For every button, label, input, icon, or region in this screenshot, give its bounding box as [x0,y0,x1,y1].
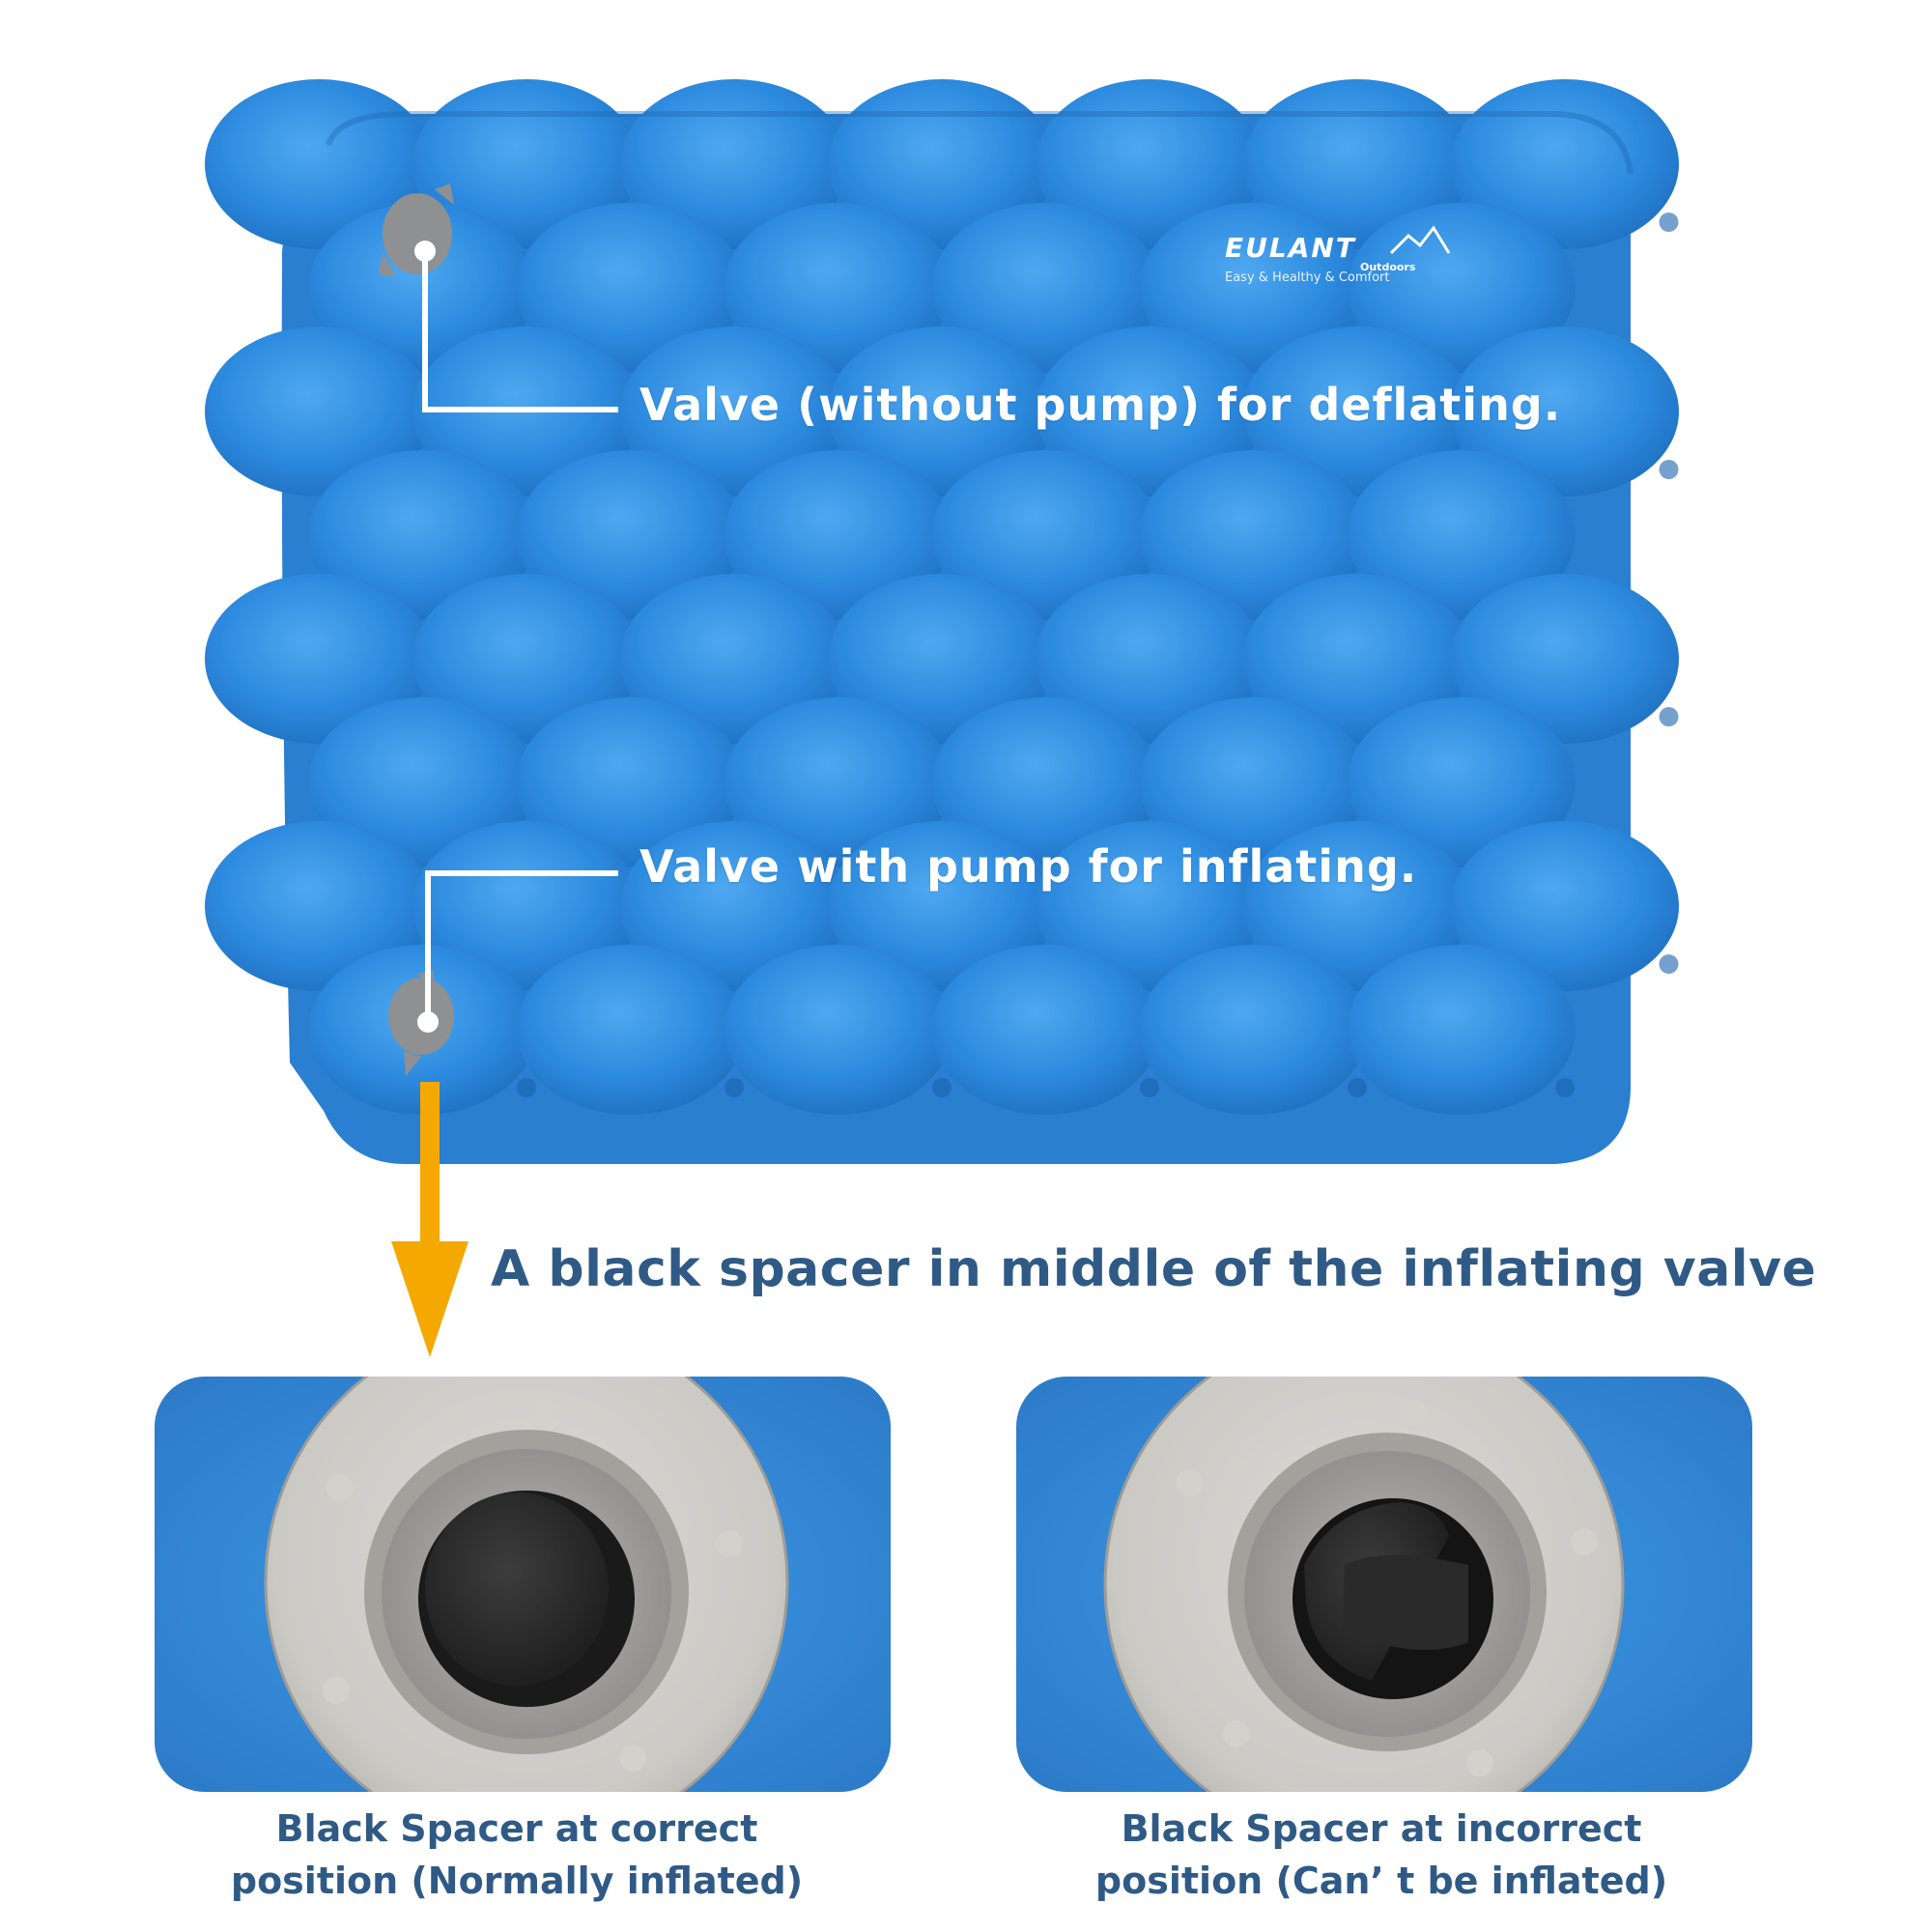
pad-cell [1036,574,1264,744]
pad-cell [308,697,537,867]
inflate-leader-line [425,870,618,1022]
brand-mountain-icon [1389,225,1451,255]
caption-correct: Black Spacer at correct position (Normal… [150,1803,884,1907]
pad-cell [412,79,640,249]
pad-cells [205,79,1679,1115]
valve-closeup-correct [155,1377,891,1792]
pad-cell [1036,821,1264,991]
sleeping-pad [205,79,1679,1164]
pad-weld-dot [724,1078,744,1097]
caption-incorrect-line1: Black Spacer at incorrect [1121,1807,1642,1850]
pad-cell [931,697,1160,867]
pad-weld-dot [1659,707,1679,726]
pad-cell [1347,450,1576,620]
inflate-valve-label: Valve with pump for inflating. [639,840,1418,893]
deflate-leader-line [422,251,618,412]
pad-cell [931,450,1160,620]
pad-weld-dot [1140,1078,1159,1097]
pad-cell [1451,79,1679,249]
pad-cell [724,945,952,1115]
pad-cell [308,450,537,620]
pad-cell [931,945,1160,1115]
pad-cell [205,821,433,991]
pad-cell [516,697,745,867]
pad-cell [724,697,952,867]
pad-cell [620,821,848,991]
brand-tagline: Easy & Healthy & Comfort [1225,270,1390,285]
brand-logo-text: EULANT [1225,232,1356,264]
pad-cell [931,203,1160,373]
pad-cell [205,574,433,744]
deflate-valve-label: Valve (without pump) for deflating. [639,379,1562,431]
down-arrow-icon [391,1082,469,1357]
pad-cell [1036,327,1264,497]
pad-cell [1347,945,1576,1115]
headline: A black spacer in middle of the inflatin… [491,1240,1817,1298]
pad-cell [516,945,745,1115]
brand-logo-sub: Outdoors [1360,261,1416,273]
caption-correct-line1: Black Spacer at correct [275,1807,758,1850]
pad-cell [1243,79,1471,249]
caption-incorrect-line2: position (Can’ t be inflated) [1094,1860,1668,1902]
pad-cell [412,574,640,744]
pad-cell [1139,697,1368,867]
pad-cell [1243,327,1471,497]
caption-incorrect: Black Spacer at incorrect position (Can’… [1014,1803,1748,1907]
pad-cell [1347,203,1576,373]
pad-cell [620,79,848,249]
pad-cell [516,203,745,373]
pad-weld-dot [932,1078,952,1097]
pad-cell [620,574,848,744]
pad-cell [1451,821,1679,991]
pad-cell [1451,574,1679,744]
pad-cell [828,821,1056,991]
pad-cell [1451,327,1679,497]
pad-cell [620,327,848,497]
pad-weld-dot [517,1078,536,1097]
pad-cell [516,450,745,620]
pad-weld-dot [1555,1078,1575,1097]
pad-cell [1139,945,1368,1115]
pad-weld-dot [1659,213,1679,232]
pad-weld-dot [1659,460,1679,479]
pad-cell [205,327,433,497]
pad-cell [205,79,433,249]
pad-cell [1139,450,1368,620]
caption-correct-line2: position (Normally inflated) [230,1860,804,1902]
pad-cell [828,574,1056,744]
brand-logo: EULANT Outdoors Easy & Healthy & Comfort [1225,232,1457,299]
pad-cell [1036,79,1264,249]
valve-closeup-incorrect [1016,1377,1752,1792]
pad-cell [828,327,1056,497]
pad-cell [412,821,640,991]
pad-cell [1139,203,1368,373]
pad-cell [1243,821,1471,991]
pad-weld-dot [1348,1078,1367,1097]
pad-cell [1243,574,1471,744]
pad-cell [828,79,1056,249]
pad-cell [1347,697,1576,867]
pad-cell [724,450,952,620]
pad-cell [724,203,952,373]
pad-weld-dot [1659,954,1679,974]
